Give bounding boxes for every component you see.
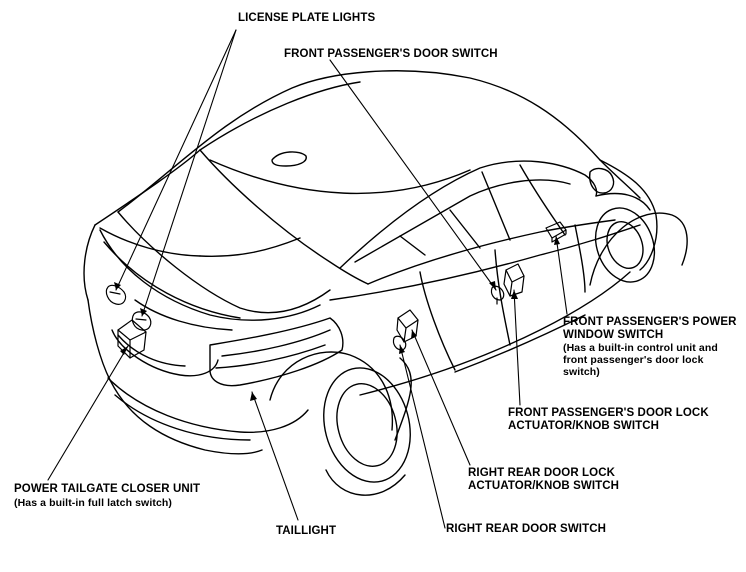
label-tailgate-closer-note: (Has a built-in full latch switch) [14,497,172,509]
front-passenger-door-switch-part [490,285,505,305]
label-front-door-lock-line1: FRONT PASSENGER'S DOOR LOCK [508,407,709,419]
label-front-door-lock-line2: ACTUATOR/KNOB SWITCH [508,420,660,432]
label-tailgate-closer-line1: POWER TAILGATE CLOSER UNIT [14,483,201,495]
car-body [83,70,688,496]
power-tailgate-closer-unit-part [117,319,147,359]
license-plate-light-right [131,311,152,331]
label-license-plate-lights: LICENSE PLATE LIGHTS [238,12,376,24]
label-power-window-line2: WINDOW SWITCH [563,329,664,341]
label-rear-door-lock-line1: RIGHT REAR DOOR LOCK [468,467,616,479]
front-passenger-power-window-switch-part [545,221,567,243]
label-power-window-line1: FRONT PASSENGER'S POWER [563,316,737,328]
label-taillight: TAILLIGHT [276,525,337,537]
label-power-window-note2: front passenger's door lock [563,354,704,366]
right-rear-door-switch-part [392,335,407,351]
front-passenger-door-lock-actuator-part [503,263,525,297]
label-front-passenger-door-switch: FRONT PASSENGER'S DOOR SWITCH [284,48,498,60]
arrowheads [114,236,560,401]
label-rear-door-lock-line2: ACTUATOR/KNOB SWITCH [468,480,620,492]
label-power-window-note3: switch) [563,366,600,378]
label-power-window-note1: (Has a built-in control unit and [563,342,718,354]
label-right-rear-door-switch: RIGHT REAR DOOR SWITCH [446,523,606,535]
leader-lines [47,29,568,529]
